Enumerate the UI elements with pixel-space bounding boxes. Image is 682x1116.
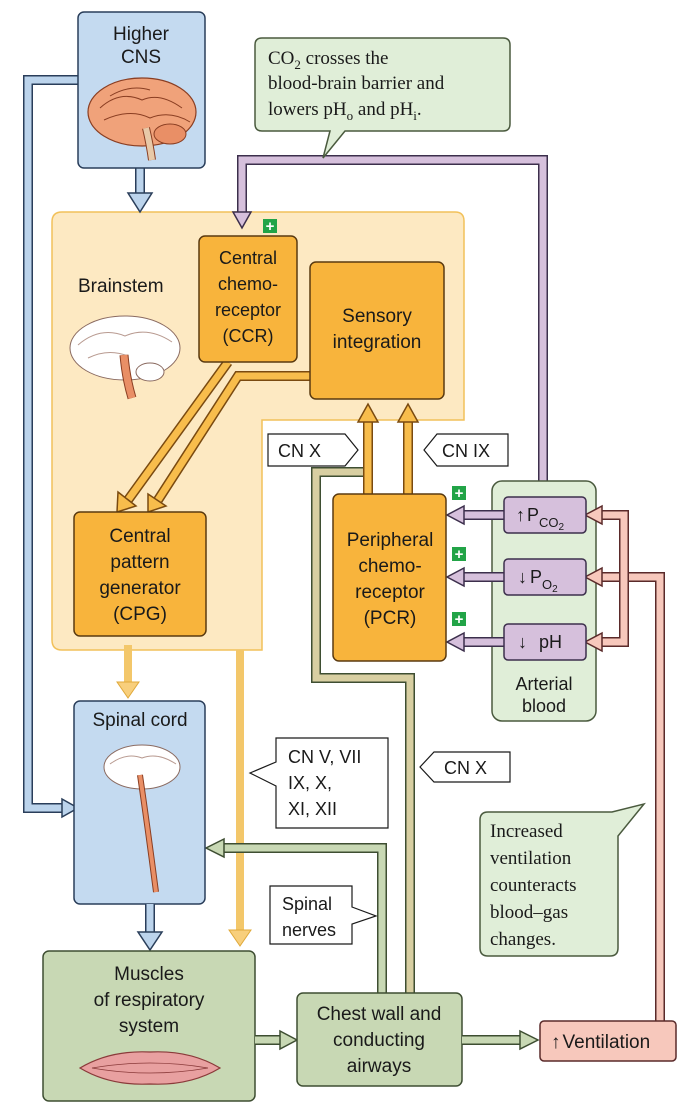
pco2-box bbox=[503, 496, 587, 534]
svg-text:Increased: Increased bbox=[490, 821, 563, 842]
co2-arrowhead bbox=[231, 211, 253, 230]
cn-ix-callout bbox=[423, 433, 509, 467]
svg-text:CN V, VII: CN V, VII bbox=[288, 747, 361, 767]
svg-text:↓pH: ↓pH bbox=[518, 632, 562, 652]
brain-color-icon bbox=[87, 77, 197, 161]
svg-text:pattern: pattern bbox=[110, 552, 169, 573]
svg-text:+: + bbox=[455, 611, 464, 628]
svg-text:counteracts: counteracts bbox=[490, 875, 577, 896]
cn-x-top-callout bbox=[267, 433, 359, 467]
svg-text:generator: generator bbox=[99, 578, 181, 599]
svg-text:Chest wall and: Chest wall and bbox=[317, 1004, 442, 1025]
cpg-box bbox=[73, 511, 207, 637]
svg-text:CN IX: CN IX bbox=[442, 441, 490, 461]
svg-text:changes.: changes. bbox=[490, 929, 556, 950]
svg-text:+: + bbox=[266, 218, 275, 235]
co2-note-line1: crosses the bbox=[306, 48, 389, 69]
svg-text:CN X: CN X bbox=[444, 758, 487, 778]
svg-text:(CPG): (CPG) bbox=[113, 604, 167, 625]
spinal-nerves-callout bbox=[269, 885, 378, 945]
svg-text:+: + bbox=[455, 546, 464, 563]
cn-x-mid-callout bbox=[419, 751, 511, 783]
svg-text:IX, X,: IX, X, bbox=[288, 773, 332, 793]
spinal-cord-box bbox=[73, 700, 206, 905]
ccr-plus-icon: + bbox=[263, 218, 277, 235]
svg-text:CO2 crosses the: CO2 crosses the bbox=[268, 48, 389, 72]
svg-text:integration: integration bbox=[333, 332, 422, 353]
cranial-nerves-callout bbox=[248, 737, 389, 829]
svg-text:Muscles: Muscles bbox=[114, 964, 184, 985]
spinal-cord-icon bbox=[103, 744, 181, 893]
svg-text:Central: Central bbox=[109, 526, 170, 547]
pcr-plus-icon-1: + bbox=[452, 485, 466, 502]
svg-text:CN X: CN X bbox=[278, 441, 321, 461]
svg-text:lowers pHo and pHi.: lowers pHo and pHi. bbox=[268, 99, 422, 123]
svg-text:Spinal: Spinal bbox=[282, 894, 332, 914]
sensory-integration-box bbox=[309, 261, 445, 400]
pcr-plus-icon-2: + bbox=[452, 546, 466, 563]
svg-text:blood–gas: blood–gas bbox=[490, 902, 568, 923]
svg-text:↓PO2: ↓PO2 bbox=[518, 567, 558, 595]
svg-text:Central: Central bbox=[219, 248, 277, 268]
spinal-cord-label: Spinal cord bbox=[92, 710, 187, 731]
svg-text:Arterial: Arterial bbox=[515, 674, 572, 694]
pcr-box bbox=[332, 493, 447, 662]
svg-text:(CCR): (CCR) bbox=[223, 326, 274, 346]
svg-text:+: + bbox=[455, 485, 464, 502]
svg-text:airways: airways bbox=[347, 1056, 411, 1077]
svg-text:ventilation: ventilation bbox=[490, 848, 572, 869]
ccr-box bbox=[198, 235, 298, 363]
ph-box bbox=[503, 623, 587, 661]
po2-box bbox=[503, 558, 587, 596]
increased-ventilation-note bbox=[479, 802, 647, 957]
svg-text:CNS: CNS bbox=[121, 47, 161, 68]
svg-text:blood: blood bbox=[522, 696, 566, 716]
svg-text:Sensory: Sensory bbox=[342, 306, 412, 327]
svg-text:system: system bbox=[119, 1016, 179, 1037]
co2-note-callout bbox=[254, 37, 511, 159]
muscle-icon bbox=[78, 1051, 222, 1085]
svg-text:of respiratory: of respiratory bbox=[94, 990, 205, 1011]
svg-text:chemo-: chemo- bbox=[218, 274, 278, 294]
svg-text:receptor: receptor bbox=[215, 300, 281, 320]
svg-text:XI, XII: XI, XII bbox=[288, 799, 337, 819]
svg-text:↑PCO2: ↑PCO2 bbox=[516, 505, 565, 533]
pcr-plus-icon-3: + bbox=[452, 611, 466, 628]
arterial-blood-panel bbox=[491, 480, 597, 722]
svg-text:Peripheral: Peripheral bbox=[347, 530, 434, 551]
svg-text:(PCR): (PCR) bbox=[364, 608, 417, 629]
svg-text:chemo-: chemo- bbox=[358, 556, 421, 577]
svg-text:blood-brain barrier and: blood-brain barrier and bbox=[268, 73, 445, 94]
svg-text:nerves: nerves bbox=[282, 920, 336, 940]
higher-cns-label: Higher bbox=[113, 24, 170, 45]
svg-text:conducting: conducting bbox=[333, 1030, 425, 1051]
brainstem-brain-icon bbox=[69, 315, 181, 400]
svg-text:↑Ventilation: ↑Ventilation bbox=[551, 1032, 650, 1053]
ventilation-box bbox=[539, 1020, 677, 1062]
svg-text:receptor: receptor bbox=[355, 582, 425, 603]
brainstem-label: Brainstem bbox=[78, 276, 164, 297]
